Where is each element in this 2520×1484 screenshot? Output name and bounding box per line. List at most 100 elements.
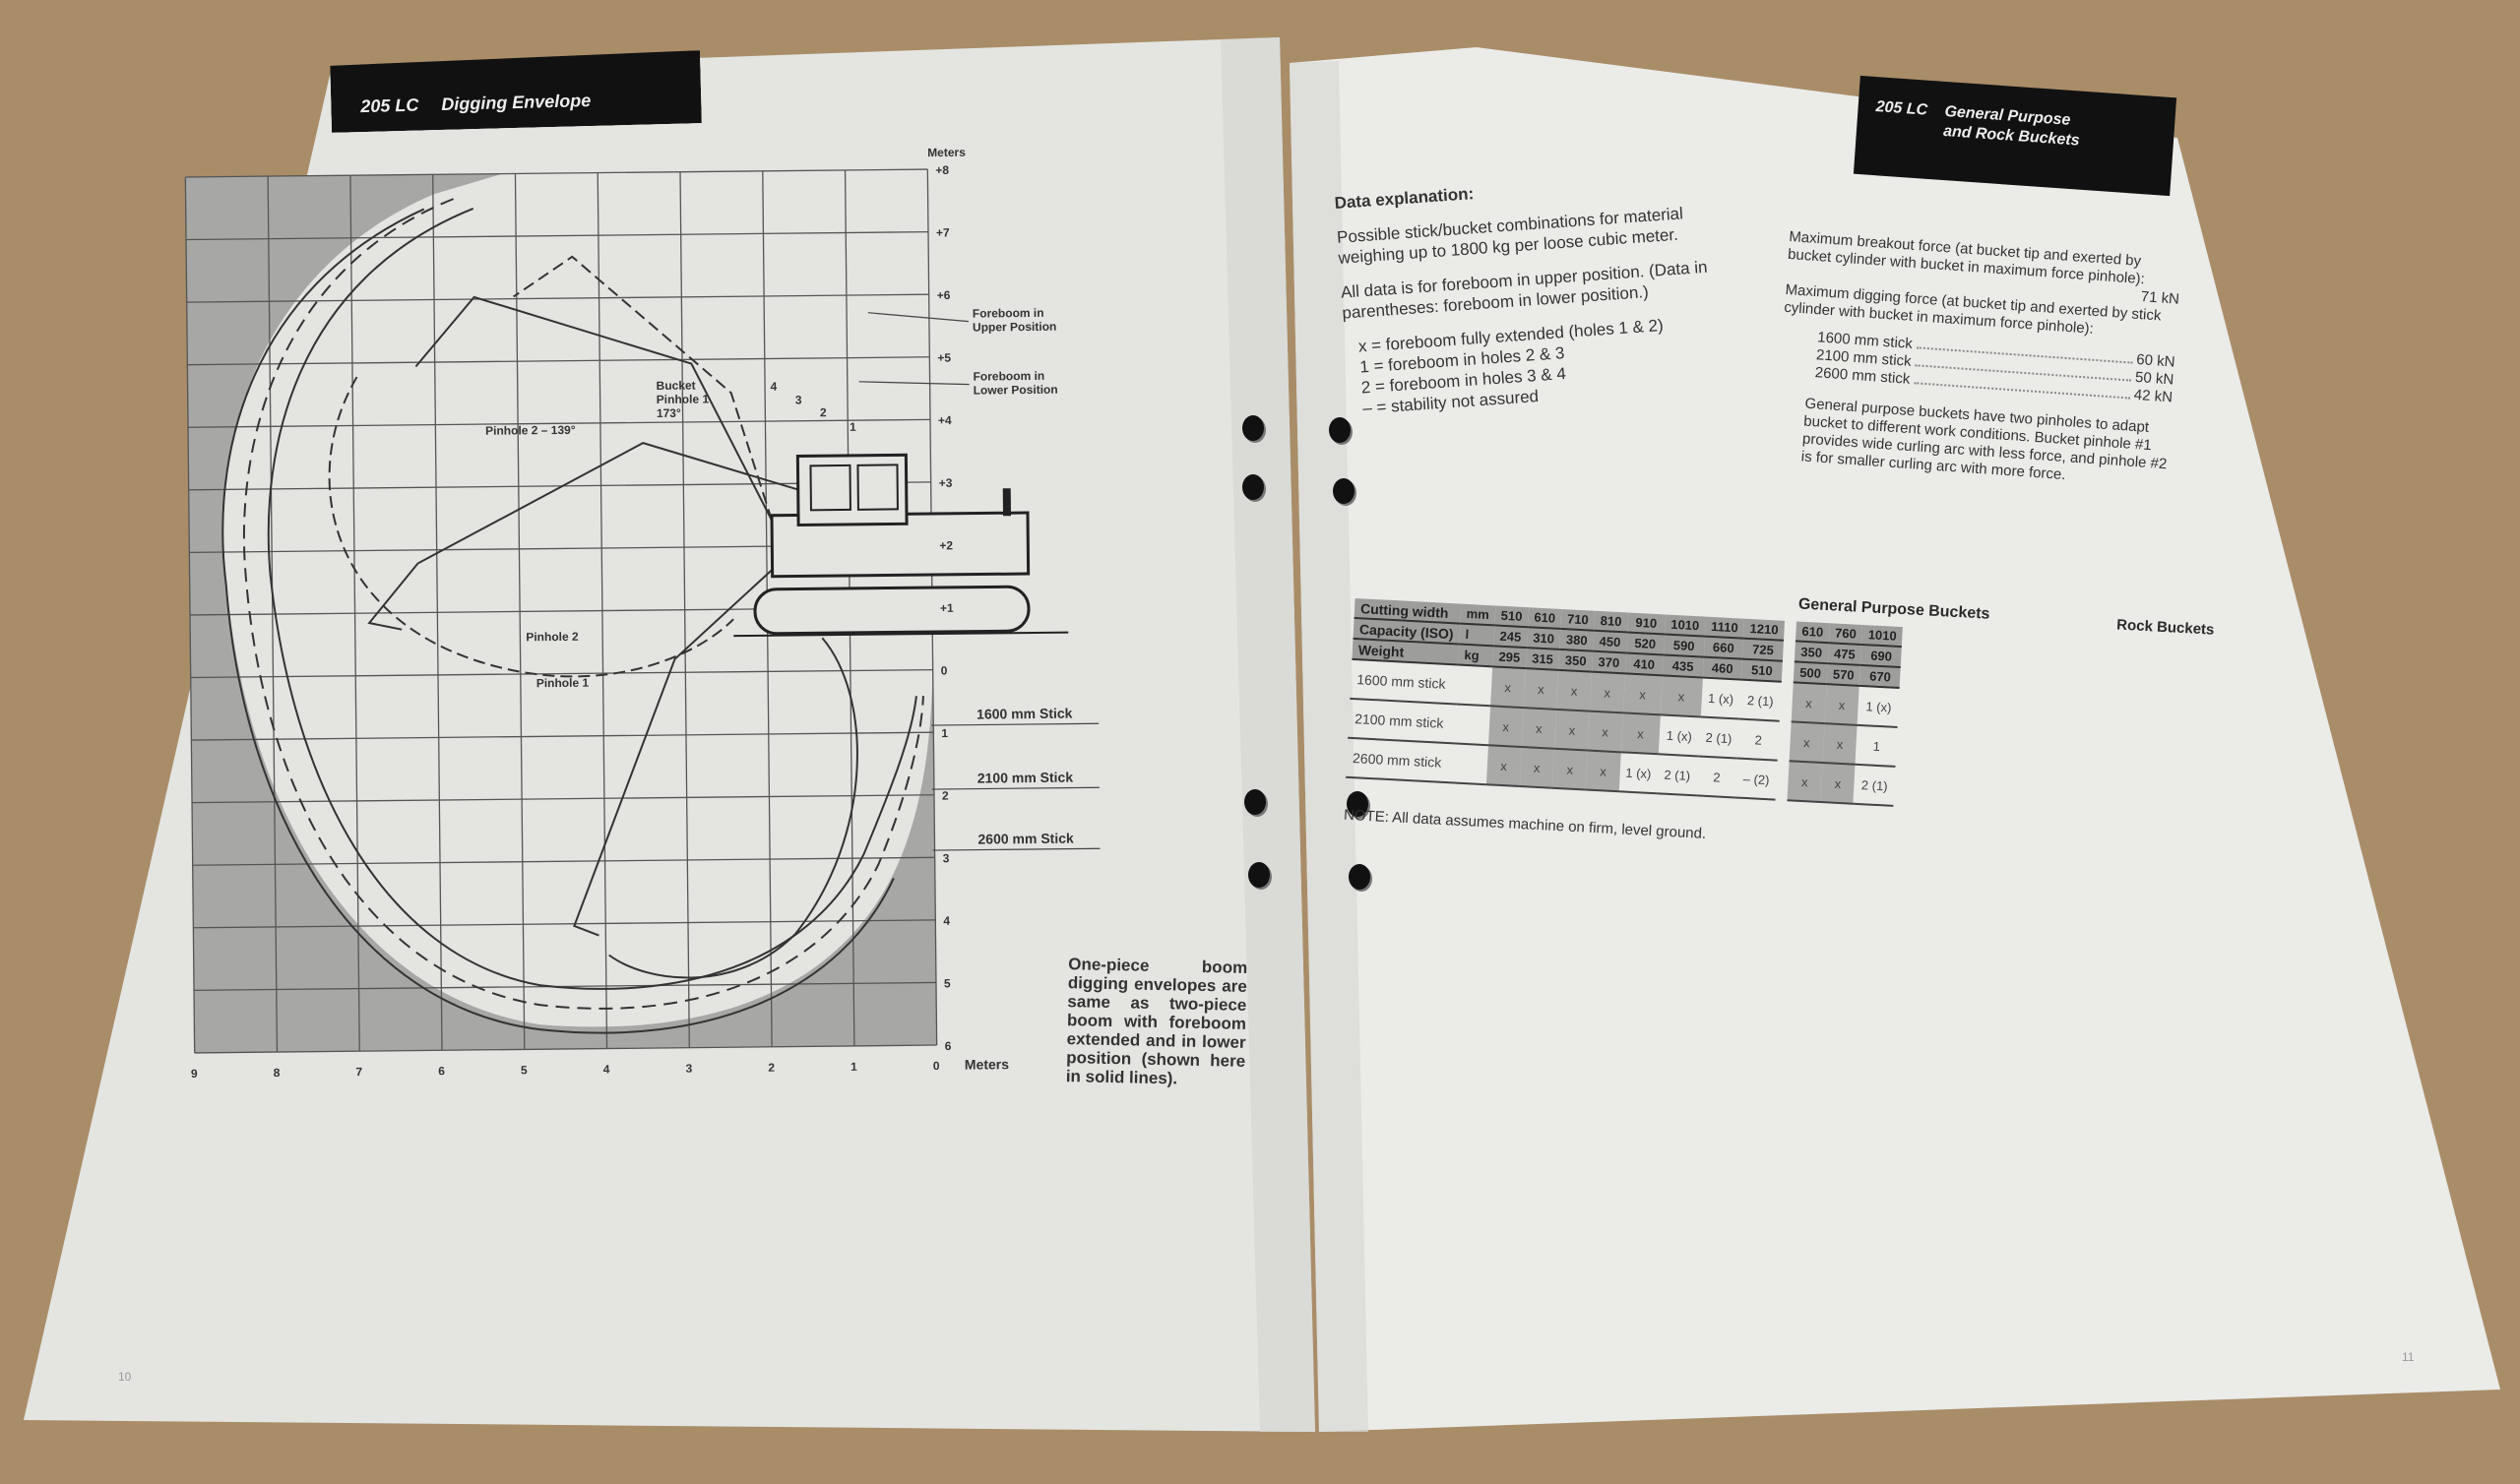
gp-spec-cell: 460 xyxy=(1702,656,1743,680)
y-tick-label: +6 xyxy=(937,288,951,302)
leader-foreboom-lower xyxy=(858,381,970,386)
leader-2600 xyxy=(932,847,1101,851)
label-hole-1: 1 xyxy=(850,420,856,434)
left-header-title: Digging Envelope xyxy=(441,91,592,114)
y-tick-label: 4 xyxy=(943,914,950,928)
x-tick-label: 4 xyxy=(603,1062,610,1076)
leader-2100 xyxy=(931,786,1100,790)
excavator-cab-window xyxy=(809,464,851,512)
label-hole-4: 4 xyxy=(771,380,778,394)
gp-compat-cell: x xyxy=(1556,669,1592,711)
x-tick-label: 2 xyxy=(768,1061,775,1075)
binder-hole xyxy=(1349,864,1370,890)
label-foreboom-upper-2: Upper Position xyxy=(973,320,1056,335)
binder-hole xyxy=(1242,474,1264,500)
boom-upper-dashed xyxy=(513,255,774,522)
x-tick-label: 9 xyxy=(191,1067,198,1078)
gp-spec-cell: 295 xyxy=(1492,646,1527,669)
gp-compat-cell: – (2) xyxy=(1734,758,1778,800)
excavator xyxy=(733,453,1069,638)
left-page-number: 10 xyxy=(118,1370,132,1384)
rock-compat-cell: x xyxy=(1824,684,1860,725)
gp-compat-cell: x xyxy=(1552,748,1588,790)
stick-label: 2600 mm stick xyxy=(1346,737,1454,783)
gp-compat-cell: x xyxy=(1660,675,1703,717)
rock-compat-cell: x xyxy=(1789,721,1825,764)
gp-spec-cell: 510 xyxy=(1494,605,1529,628)
right-page xyxy=(1290,47,2500,1432)
lower-curve xyxy=(608,637,858,979)
grid-line-horizontal xyxy=(194,1044,937,1054)
gp-spec-cell: 380 xyxy=(1559,628,1595,651)
gp-compat-cell: 1 (x) xyxy=(1658,714,1701,757)
gp-spec-cell: 350 xyxy=(1558,649,1594,672)
y-tick-label: +1 xyxy=(940,601,954,615)
label-bucket-pinhole1-1: Bucket xyxy=(657,379,696,393)
grid-line-horizontal xyxy=(188,418,930,428)
label-bucket-pinhole1-2: Pinhole 1 xyxy=(657,392,710,406)
x-tick-label: 1 xyxy=(850,1060,857,1074)
x-tick-label: 5 xyxy=(521,1063,528,1077)
gp-spec-cell: 315 xyxy=(1525,648,1560,670)
grid-line-horizontal xyxy=(190,668,933,679)
y-tick-label: 0 xyxy=(941,663,948,677)
label-foreboom-lower-2: Lower Position xyxy=(974,383,1058,398)
gp-compat-cell: 2 (1) xyxy=(1738,679,1782,721)
grid-line-horizontal xyxy=(187,356,930,366)
gp-compat-cell: 1 (x) xyxy=(1618,752,1659,794)
gp-spec-cell: 725 xyxy=(1742,638,1784,661)
grid-line-horizontal xyxy=(185,168,928,178)
gp-spec-cell: 810 xyxy=(1594,610,1628,633)
x-tick-label: 0 xyxy=(933,1059,940,1073)
arm-left xyxy=(367,442,802,631)
grid-line-horizontal xyxy=(186,293,929,303)
x-tick-label: 8 xyxy=(274,1066,281,1078)
stick-force-value: 42 kN xyxy=(2133,386,2174,406)
gp-spec-cell: 310 xyxy=(1526,627,1561,649)
rock-compat-cell: x xyxy=(1791,682,1827,724)
gp-spec-cell: 660 xyxy=(1703,636,1744,659)
label-bucket-pinhole1-3: 173° xyxy=(657,406,681,420)
label-hole-2: 2 xyxy=(820,405,827,419)
gp-spec-cell: 1110 xyxy=(1704,616,1745,639)
rock-spec-cell: 610 xyxy=(1795,621,1830,644)
label-hole-3: 3 xyxy=(795,393,802,406)
gp-spec-cell: 590 xyxy=(1663,634,1705,657)
row-unit: mm xyxy=(1460,603,1496,626)
row-unit: l xyxy=(1459,623,1495,647)
gp-compat-cell: x xyxy=(1585,750,1621,792)
rock-spec-cell: 500 xyxy=(1793,661,1828,685)
rock-spec-cell: 570 xyxy=(1826,663,1861,686)
boom-arm-solid xyxy=(414,295,784,541)
rock-spec-cell: 350 xyxy=(1794,641,1829,664)
x-tick-label: 3 xyxy=(685,1062,692,1076)
label-foreboom-upper-1: Foreboom in xyxy=(973,306,1044,321)
stick-label: 1600 mm stick xyxy=(1350,658,1458,705)
grid-line-horizontal xyxy=(192,794,934,804)
gp-compat-cell: x xyxy=(1487,706,1524,748)
gp-spec-cell: 710 xyxy=(1560,608,1596,631)
gp-spec-cell: 520 xyxy=(1625,632,1665,655)
y-tick-label: +7 xyxy=(936,225,950,239)
y-tick-label: +5 xyxy=(937,351,951,365)
data-explanation: Data explanation: Possible stick/bucket … xyxy=(1334,164,1762,420)
grid-line-horizontal xyxy=(192,856,935,866)
gp-compat-cell: x xyxy=(1620,712,1661,755)
binder-hole xyxy=(1333,478,1354,504)
y-tick-label: 2 xyxy=(942,789,949,803)
label-stick-2100: 2100 mm Stick xyxy=(977,770,1074,786)
gp-compat-cell: x xyxy=(1587,711,1623,753)
binder-hole xyxy=(1329,417,1351,443)
envelope-curve-1600 xyxy=(267,207,917,990)
gp-spec-cell: 1010 xyxy=(1664,614,1706,637)
left-header-model: 205 LC xyxy=(360,94,419,117)
leader-1600 xyxy=(931,722,1100,726)
y-tick-label: 1 xyxy=(941,726,948,740)
x-tick-label: 7 xyxy=(355,1065,362,1078)
grid-line-horizontal xyxy=(186,230,928,241)
rock-spec-cell: 760 xyxy=(1828,623,1863,645)
excavator-exhaust xyxy=(1002,488,1012,517)
rock-compat-cell: 1 (x) xyxy=(1857,685,1900,727)
gp-spec-cell: 610 xyxy=(1527,607,1562,629)
